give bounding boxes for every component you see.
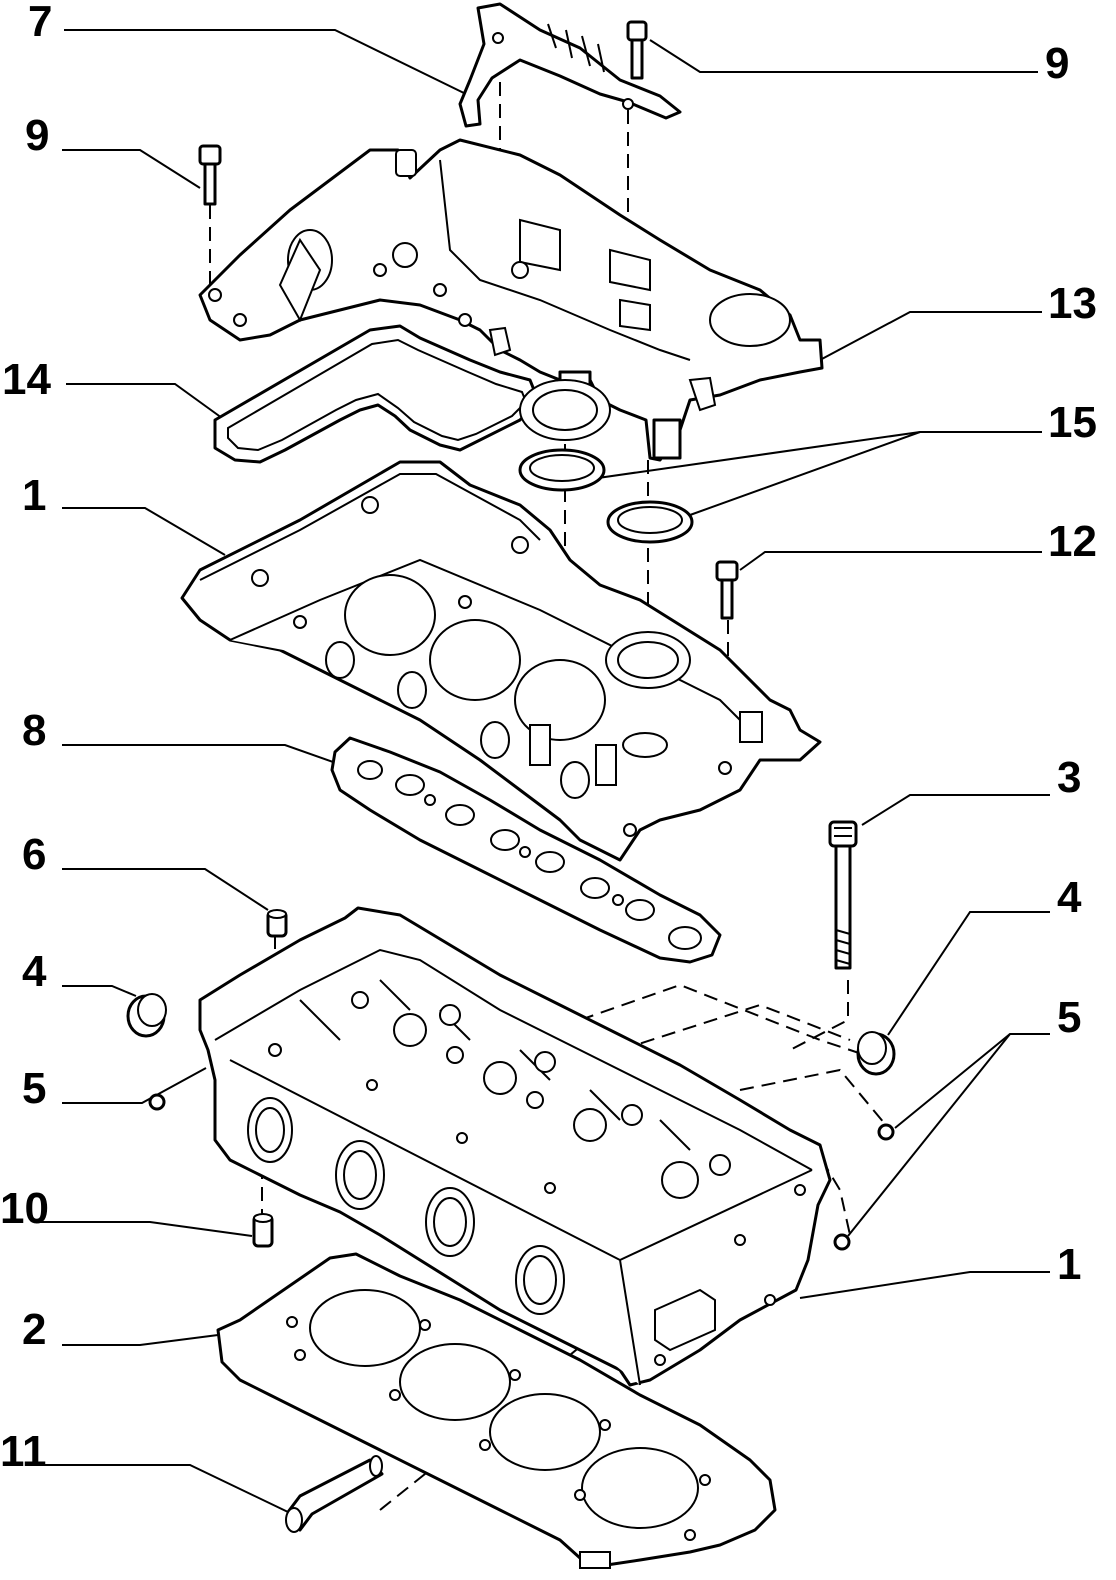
cylinder-head-bolt-part-3 <box>828 820 858 970</box>
ring-part-5-left <box>148 1093 166 1111</box>
callout-1-bottom: 1 <box>1057 1240 1081 1289</box>
callout-5-right: 5 <box>1057 993 1081 1042</box>
callout-13: 13 <box>1048 279 1097 328</box>
gasket-part-8 <box>330 736 722 964</box>
cylinder-head-part-1-lower <box>198 906 832 1387</box>
plug-part-4-right <box>856 1031 896 1076</box>
callout-10: 10 <box>0 1184 49 1233</box>
callout-12: 12 <box>1048 517 1097 566</box>
callout-2: 2 <box>22 1305 46 1354</box>
camshaft-carrier-part-1-upper <box>180 379 822 862</box>
callout-9-left: 9 <box>25 111 49 160</box>
callout-1-top: 1 <box>22 471 46 520</box>
callout-15: 15 <box>1048 398 1097 447</box>
callout-4-left: 4 <box>22 947 47 996</box>
leader-lines <box>40 29 1050 1513</box>
gasket-part-14 <box>213 324 540 464</box>
o-ring-part-15-left <box>518 448 606 492</box>
callout-11: 11 <box>0 1427 47 1476</box>
callout-6: 6 <box>22 830 46 879</box>
callout-3: 3 <box>1057 753 1081 802</box>
pipe-part-11 <box>285 1455 384 1533</box>
bolt-part-9-top <box>626 20 648 80</box>
callout-14: 14 <box>2 355 51 404</box>
bolt-part-12 <box>715 560 739 620</box>
plug-part-4-left <box>126 993 167 1038</box>
callout-4-right: 4 <box>1057 873 1082 922</box>
ring-part-5-right-lower <box>833 1233 851 1251</box>
callout-9-top-right: 9 <box>1045 39 1069 88</box>
dowel-part-6 <box>266 909 288 938</box>
callout-7: 7 <box>28 0 52 46</box>
head-gasket-part-2 <box>216 1252 777 1569</box>
breather-bracket-part-7 <box>458 2 682 128</box>
bolt-part-9-left <box>198 144 222 206</box>
ring-part-5-right-upper <box>877 1123 895 1141</box>
o-ring-part-15-right <box>606 500 694 544</box>
callout-5-left: 5 <box>22 1064 46 1113</box>
callout-8: 8 <box>22 706 46 755</box>
dowel-part-10 <box>252 1213 274 1248</box>
